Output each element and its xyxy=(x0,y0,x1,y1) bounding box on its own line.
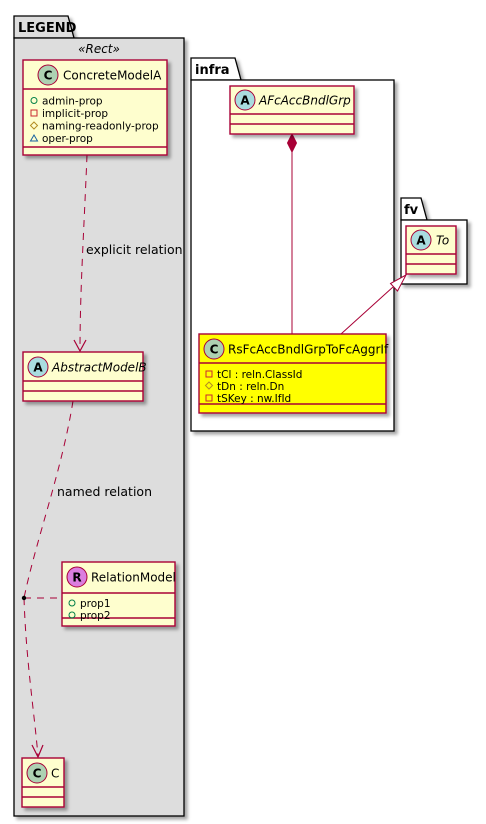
package-legend-name: LEGEND xyxy=(18,21,77,36)
class-badge-letter: C xyxy=(33,767,42,781)
edge-named-relation-label: named relation xyxy=(57,484,152,499)
junction-dot xyxy=(21,595,27,601)
class-badge-letter: R xyxy=(72,571,81,585)
class-name: AFcAccBndlGrp xyxy=(258,94,351,108)
class-badge-letter: C xyxy=(44,69,53,83)
edge-explicit-relation-label: explicit relation xyxy=(86,242,183,257)
class-badge-icon xyxy=(37,64,59,86)
protected-marker-icon xyxy=(204,381,214,390)
abstract-badge-icon xyxy=(27,356,49,378)
class-badge-letter: A xyxy=(416,234,426,248)
class-member: naming-readonly-prop xyxy=(42,121,159,133)
abstract-badge-icon xyxy=(234,89,256,111)
class-rs-fc-acc-bndl-grp-to-fc-aggr-if[interactable]: C RsFcAccBndlGrpToFcAggrIf tCl : reln.Cl… xyxy=(198,333,389,414)
class-badge-letter: A xyxy=(240,94,250,108)
private-marker-icon xyxy=(205,394,213,402)
public-marker-icon xyxy=(30,97,38,104)
class-badge-letter: C xyxy=(210,343,219,357)
class-member: implicit-prop xyxy=(42,108,108,120)
class-member: oper-prop xyxy=(42,133,93,145)
class-badge-letter: A xyxy=(33,361,43,375)
class-badge-icon xyxy=(203,338,225,360)
package-infra-name: infra xyxy=(195,63,230,78)
edge-generalization xyxy=(340,273,408,335)
class-to[interactable]: A To xyxy=(405,225,457,275)
public-marker-icon xyxy=(68,611,76,619)
package-legend-stereotype: «Rect» xyxy=(78,42,120,56)
package-legend: LEGEND «Rect» xyxy=(13,15,185,817)
class-member: prop1 xyxy=(80,598,111,610)
class-name: AbstractModelB xyxy=(51,361,147,375)
class-abstract-model-b[interactable]: A AbstractModelB xyxy=(22,351,147,402)
class-member: tSKey : nw.IfId xyxy=(217,393,291,405)
class-member: tCl : reln.ClassId xyxy=(217,369,302,381)
package-fv-name: fv xyxy=(404,203,419,218)
class-concrete-model-a[interactable]: C ConcreteModelA admin-prop implicit-pro… xyxy=(22,59,168,156)
class-name: RelationModel xyxy=(91,571,176,585)
class-name: RsFcAccBndlGrpToFcAggrIf xyxy=(228,343,389,357)
class-name: ConcreteModelA xyxy=(63,69,162,83)
class-name: To xyxy=(436,234,449,248)
class-afc-acc-bndl-grp[interactable]: A AFcAccBndlGrp xyxy=(229,85,355,135)
class-member: prop2 xyxy=(80,610,111,622)
edge-named-relation: named relation xyxy=(21,400,152,759)
class-member: admin-prop xyxy=(42,96,103,108)
class-name: C xyxy=(51,767,59,781)
private-marker-icon xyxy=(205,370,213,378)
package-marker-icon xyxy=(29,134,39,142)
private-marker-icon xyxy=(30,109,38,117)
public-marker-icon xyxy=(68,599,76,607)
edge-explicit-relation: explicit relation xyxy=(73,154,183,353)
protected-marker-icon xyxy=(29,121,39,130)
class-relation-model[interactable]: R RelationModel prop1 prop2 xyxy=(61,561,176,627)
relation-badge-icon xyxy=(66,566,88,588)
edge-composition xyxy=(286,132,298,334)
class-member: tDn : reln.Dn xyxy=(217,381,284,393)
class-badge-icon xyxy=(26,762,48,784)
abstract-badge-icon xyxy=(410,229,432,251)
class-c[interactable]: C C xyxy=(21,757,65,808)
